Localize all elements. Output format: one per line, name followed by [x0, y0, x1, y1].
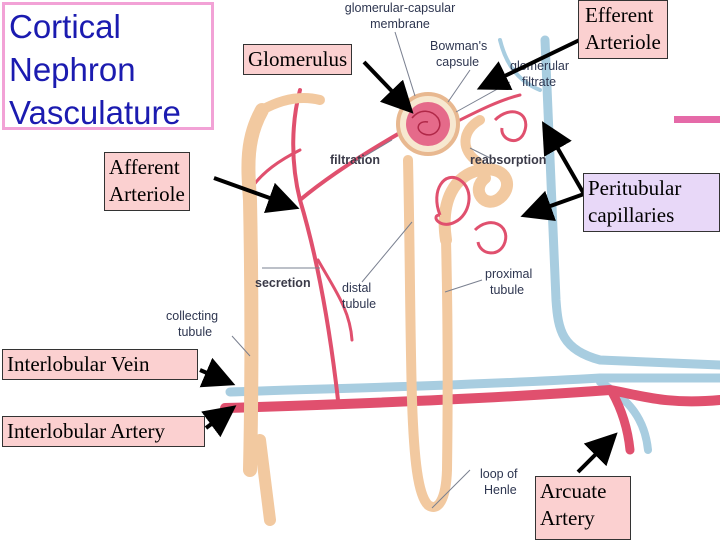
label-filtrate-1: glomerular	[510, 59, 569, 73]
callout-artery-text: Interlobular Artery	[7, 419, 166, 443]
callout-peritubular-capillaries: Peritubular capillaries	[583, 173, 720, 232]
arrow-glomerulus	[362, 60, 414, 114]
label-proximal-2: tubule	[490, 283, 524, 297]
callout-efferent-line-2: Arteriole	[585, 30, 661, 55]
callout-efferent-line-1: Efferent	[585, 3, 654, 27]
label-bowmans-1: Bowman's	[430, 39, 487, 53]
callout-efferent-arteriole: Efferent Arteriole	[578, 0, 668, 59]
label-collecting-1: collecting	[166, 309, 218, 323]
title-line-3: Vasculature	[9, 94, 181, 131]
arrow-efferent	[476, 32, 593, 91]
label-loop-2: Henle	[484, 483, 517, 497]
arrow-artery	[201, 405, 237, 438]
callout-arcuate-line-2: Artery	[540, 506, 595, 531]
callout-glomerulus-text: Glomerulus	[248, 47, 348, 71]
callout-afferent-line-2: Arteriole	[109, 182, 185, 207]
accent-bar	[674, 116, 720, 123]
label-filtrate-2: filtrate	[522, 75, 556, 89]
tubule	[241, 93, 513, 526]
arrow-peritubular	[520, 190, 585, 221]
label-reabsorption: reabsorption	[470, 153, 546, 167]
title-line-1: Cortical	[9, 8, 121, 45]
callout-vein-text: Interlobular Vein	[7, 352, 150, 376]
label-proximal-1: proximal	[485, 267, 532, 281]
artery-network	[220, 88, 720, 455]
callout-afferent-line-1: Afferent	[109, 155, 180, 179]
label-bowmans-2: capsule	[436, 55, 479, 69]
label-filtration: filtration	[330, 153, 380, 167]
title-line-2: Nephron	[9, 51, 136, 88]
label-distal-1: distal	[342, 281, 371, 295]
callout-interlobular-artery: Interlobular Artery	[2, 416, 205, 448]
callout-arrows	[199, 32, 618, 474]
glomerulus-figure	[396, 92, 460, 156]
arrow-arcuate	[576, 432, 618, 474]
label-membrane-2: membrane	[370, 17, 430, 31]
callout-arcuate-artery: Arcuate Artery	[535, 476, 631, 540]
label-loop-1: loop of	[480, 467, 518, 481]
arrow-afferent	[213, 176, 300, 213]
arrow-vein	[199, 357, 236, 388]
figure-labels: glomerular-capsular membrane Bowman's ca…	[166, 1, 569, 497]
callout-afferent-arteriole: Afferent Arteriole	[104, 152, 190, 211]
callout-interlobular-vein: Interlobular Vein	[2, 349, 198, 381]
label-distal-2: tubule	[342, 297, 376, 311]
callout-peritubular-line-1: Peritubular	[588, 176, 682, 200]
callout-peritubular-line-2: capillaries	[588, 203, 675, 228]
label-collecting-2: tubule	[178, 325, 212, 339]
peritubular-capillaries	[434, 110, 528, 255]
slide-title: Cortical Nephron Vasculature	[2, 2, 214, 131]
label-membrane-1: glomerular-capsular	[345, 1, 455, 15]
label-secretion: secretion	[255, 276, 311, 290]
arrow-peritubular-2	[542, 121, 586, 195]
callout-arcuate-line-1: Arcuate	[540, 479, 607, 503]
callout-glomerulus: Glomerulus	[243, 44, 353, 76]
